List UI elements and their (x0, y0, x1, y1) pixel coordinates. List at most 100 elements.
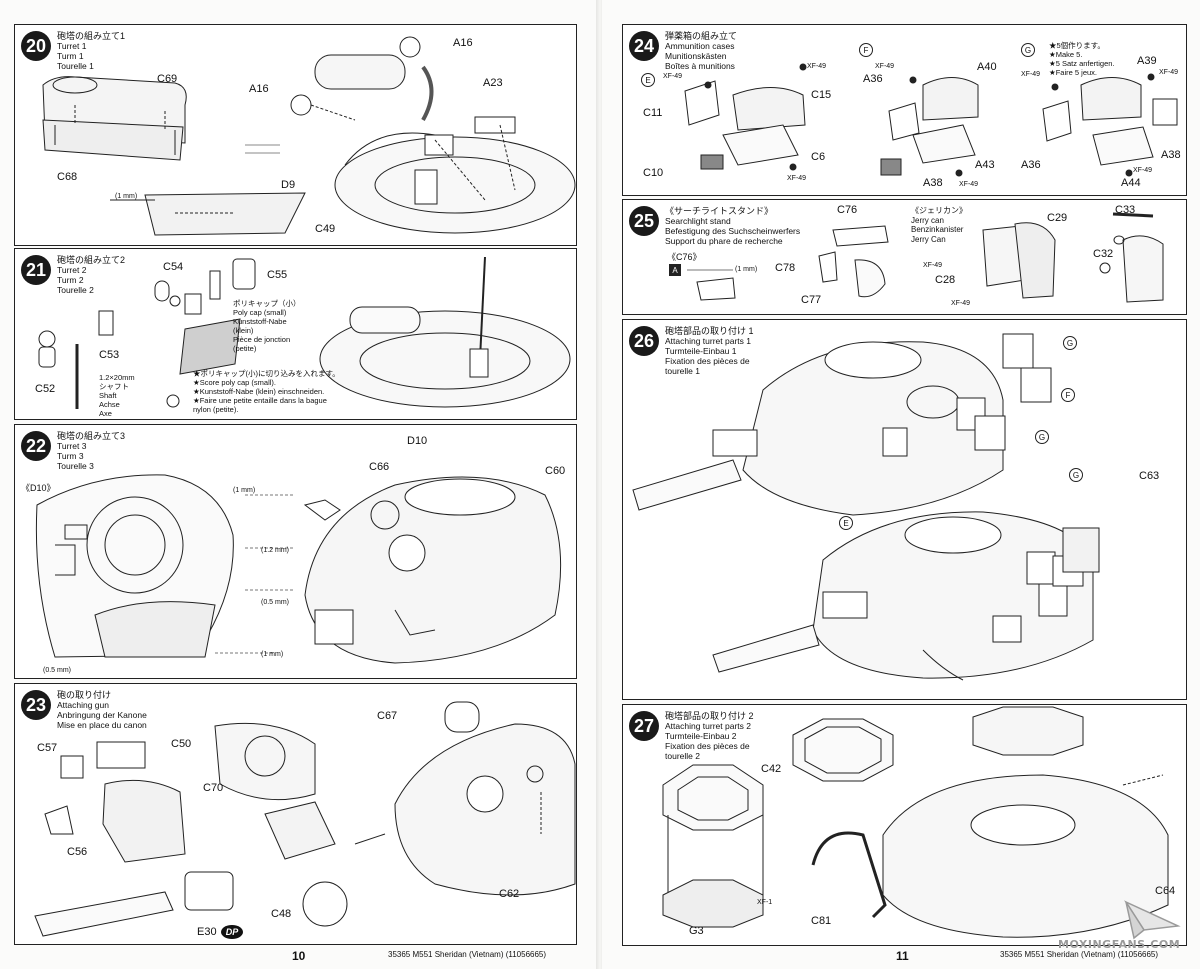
part-label: C54 (163, 261, 184, 273)
part-label: C49 (315, 223, 336, 235)
variant-tag: G (1069, 468, 1083, 482)
drill-size: (1 mm) (735, 266, 758, 273)
step-number: 21 (21, 255, 51, 285)
step-20-panel: 20 砲塔の組み立て1 Turret 1 Turm 1 Tourelle 1 (14, 24, 577, 246)
step-number: 25 (629, 206, 659, 236)
step-24-panel: 24 弾薬箱の組み立て Ammunition cases Munitionskä… (622, 24, 1187, 196)
watermark: MOXINGFANS.COM (1058, 900, 1188, 960)
paint-code: XF-49 (1159, 69, 1179, 76)
part-label: C28 (935, 274, 956, 286)
part-label: A40 (977, 61, 997, 73)
part-label: C66 (369, 461, 390, 473)
variant-tag: G (1035, 430, 1049, 444)
part-label: C29 (1047, 212, 1068, 224)
gun-drawing (15, 684, 577, 945)
turret-3-drawing (15, 425, 577, 679)
paint-code: XF-49 (923, 262, 943, 269)
paint-code: XF-49 (1133, 167, 1153, 174)
part-label: C60 (545, 465, 566, 477)
step-22-panel: 22 砲塔の組み立て3 Turret 3 Turm 3 Tourelle 3 《… (14, 424, 577, 679)
score-note: ★ポリキャップ(小)に切り込みを入れます。 ★Score poly cap (s… (193, 369, 340, 414)
step-25-panel: 25 《サーチライトスタンド》 Searchlight stand Befest… (622, 199, 1187, 315)
step-27-panel: 27 砲塔部品の取り付け 2 Attaching turret parts 2 … (622, 704, 1187, 946)
part-label: A38 (1161, 149, 1181, 161)
part-label: C11 (643, 107, 663, 119)
step-number: 23 (21, 690, 51, 720)
searchlight-stand-drawing (623, 200, 1187, 315)
step-title: 砲塔の組み立て2 Turret 2 Turm 2 Tourelle 2 (57, 255, 126, 295)
step-title: 砲塔の組み立て1 Turret 1 Turm 1 Tourelle 1 (57, 31, 126, 71)
part-label: C32 (1093, 248, 1114, 260)
sprue-tag: A (669, 264, 681, 276)
variant-f-tag: F (859, 43, 873, 57)
make-5-note: ★5個作ります。 ★Make 5. ★5 Satz anfertigen. ★F… (1049, 41, 1115, 77)
drill-size: (0.5 mm) (43, 667, 71, 674)
step-title: 弾薬箱の組み立て Ammunition cases Munitionskäste… (665, 31, 738, 71)
inset-label: 《C76》 (667, 252, 702, 262)
step-number: 20 (21, 31, 51, 61)
paint-code: XF-49 (959, 181, 979, 188)
part-label: C15 (811, 89, 832, 101)
step-title: 砲塔部品の取り付け 2 Attaching turret parts 2 Tur… (665, 711, 754, 761)
drill-size: (1 mm) (115, 193, 138, 200)
turret-parts-1-drawing (623, 320, 1187, 700)
part-label: C67 (377, 710, 398, 722)
page-number: 10 (292, 949, 306, 963)
part-label: A38 (923, 177, 943, 189)
variant-e-tag: E (641, 73, 655, 87)
paint-code: XF-49 (875, 63, 895, 70)
part-label: A39 (1137, 55, 1157, 67)
part-label: C70 (203, 782, 224, 794)
step-23-panel: 23 砲の取り付け Attaching gun Anbringung der K… (14, 683, 577, 945)
variant-g-tag: G (1021, 43, 1035, 57)
drill-size: (1 mm) (233, 487, 256, 494)
paint-code: XF-49 (951, 300, 971, 307)
drill-size: (1.2 mm) (261, 547, 289, 554)
dp-badge: DP (221, 925, 243, 939)
paint-code: XF-49 (807, 63, 827, 70)
jerry-can-title: 《ジェリカン》 Jerry can Benzinkanister Jerry C… (911, 206, 967, 244)
page-gutter (596, 0, 604, 969)
step-title: 《サーチライトスタンド》 Searchlight stand Befestigu… (665, 206, 801, 246)
footer-code: 35365 M551 Sheridan (Vietnam) (11056665) (1000, 950, 1159, 959)
watermark-text: MOXINGFANS.COM (1058, 938, 1181, 951)
step-number: 26 (629, 326, 659, 356)
part-label: D9 (281, 179, 296, 191)
variant-tag: E (839, 516, 853, 530)
part-label: C42 (761, 763, 782, 775)
part-label: D10 (407, 435, 428, 447)
left-page: 20 砲塔の組み立て1 Turret 1 Turm 1 Tourelle 1 (0, 0, 598, 969)
step-title: 砲塔の組み立て3 Turret 3 Turm 3 Tourelle 3 (57, 431, 126, 471)
part-label: C77 (801, 294, 822, 306)
part-label: C52 (35, 383, 56, 395)
drill-size: (1 mm) (261, 651, 284, 658)
part-label: A36 (863, 73, 883, 85)
part-label: C33 (1115, 204, 1136, 216)
paint-code: XF-49 (1021, 71, 1041, 78)
step-title: 砲の取り付け Attaching gun Anbringung der Kano… (57, 690, 147, 730)
part-label: C10 (643, 167, 664, 179)
part-label: C81 (811, 915, 832, 927)
polycap-note: ポリキャップ（小） Poly cap (small) Kunststoff-Na… (233, 299, 301, 353)
part-label: C62 (499, 888, 520, 900)
part-label: C76 (837, 204, 858, 216)
part-label: C78 (775, 262, 796, 274)
part-label: C6 (811, 151, 826, 163)
part-label: A16 (453, 37, 473, 49)
turret-2-drawing (15, 249, 577, 420)
part-label: C53 (99, 349, 120, 361)
footer-code: 35365 M551 Sheridan (Vietnam) (11056665) (388, 950, 547, 959)
turret-parts-2-drawing (623, 705, 1187, 946)
part-label: A43 (975, 159, 995, 171)
step-number: 22 (21, 431, 51, 461)
part-label: C63 (1139, 470, 1160, 482)
part-label: A44 (1121, 177, 1141, 189)
part-label: G3 (689, 925, 704, 937)
drill-size: (0.5 mm) (261, 599, 289, 606)
variant-tag: F (1061, 388, 1075, 402)
paint-code: XF-1 (757, 899, 773, 906)
paint-code: XF-49 (663, 73, 683, 80)
step-title: 砲塔部品の取り付け 1 Attaching turret parts 1 Tur… (665, 326, 754, 376)
step-number: 27 (629, 711, 659, 741)
part-label: C55 (267, 269, 288, 281)
